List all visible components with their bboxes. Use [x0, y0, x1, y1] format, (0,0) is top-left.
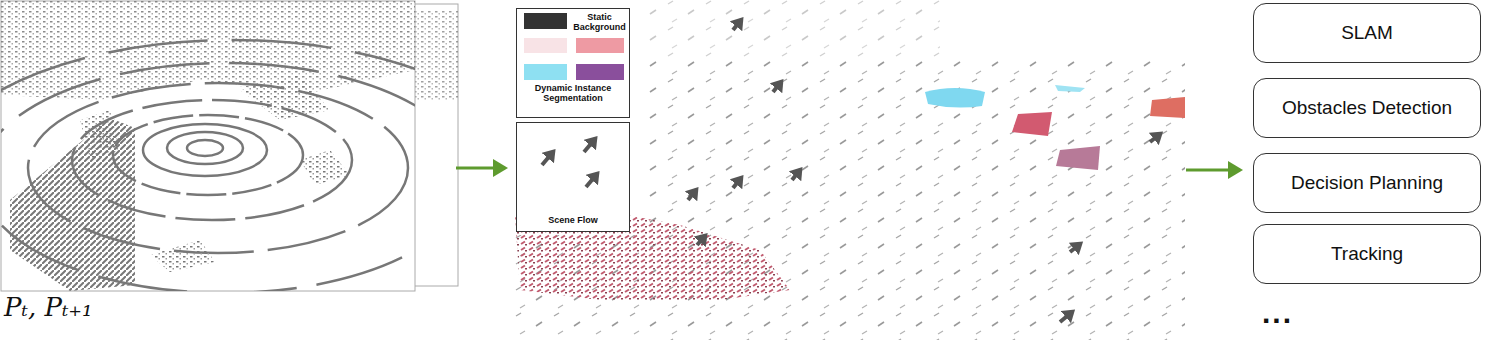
- drawing-part: [586, 174, 597, 187]
- drawing-part: [640, 0, 940, 60]
- drawing-part: [773, 82, 781, 92]
- task-box: Tracking: [1253, 224, 1481, 284]
- legend-swatch: [576, 64, 624, 80]
- drawing-part: [240, 75, 330, 120]
- drawing-part: [143, 124, 267, 176]
- drawing-part: [792, 170, 800, 180]
- drawing-part: [1056, 146, 1100, 170]
- drawing-part: [10, 118, 135, 291]
- scene-flow-view: [515, 0, 1185, 340]
- legend-swatch: [524, 38, 567, 53]
- drawing-part: [300, 150, 350, 185]
- drawing-part: [1, 1, 415, 100]
- drawing-part: [150, 240, 215, 272]
- drawing-part: [1055, 85, 1085, 92]
- box-label: Obstacles Detection: [1282, 97, 1452, 119]
- box-label: Decision Planning: [1291, 172, 1443, 194]
- drawing-part: [1, 63, 415, 291]
- task-box: Obstacles Detection: [1253, 78, 1481, 138]
- green-arrow: [1186, 169, 1240, 172]
- green-arrow: [456, 167, 505, 170]
- ellipsis-label: ...: [1262, 298, 1293, 328]
- drawing-part: [925, 88, 985, 108]
- drawing-part: [187, 140, 223, 156]
- task-box: Decision Planning: [1253, 153, 1481, 213]
- box-label: Tracking: [1331, 243, 1403, 265]
- task-box: SLAM: [1253, 3, 1481, 63]
- drawing-part: [1, 40, 415, 291]
- drawing-part: [515, 210, 790, 300]
- drawing-part: [516, 122, 630, 232]
- drawing-part: [415, 10, 458, 100]
- drawing-part: [688, 190, 696, 200]
- drawing-part: [113, 115, 303, 195]
- drawing-part: [1150, 97, 1185, 118]
- drawing-part: [1, 1, 415, 291]
- drawing-part: [733, 20, 741, 30]
- drawing-part: [688, 20, 1160, 322]
- drawing-part: [542, 139, 597, 187]
- drawing-part: [1070, 244, 1080, 252]
- point-cloud-frames: [0, 0, 542, 340]
- drawing-part: [1012, 112, 1052, 136]
- scene-flow-box: Scene Flow: [516, 122, 630, 232]
- box-label: Scene Flow: [517, 215, 629, 225]
- legend-swatch: [576, 38, 624, 53]
- legend-box: Static BackgroundDynamic Instance Segmen…: [516, 8, 630, 118]
- box-label: SLAM: [1341, 22, 1393, 44]
- drawing-part: [167, 132, 243, 164]
- legend-text: Static Background: [571, 12, 628, 33]
- drawing-part: [697, 236, 705, 245]
- legend-swatch: [524, 64, 567, 80]
- drawing-part: [584, 139, 595, 152]
- drawing-part: [1150, 134, 1160, 142]
- drawing-part: [1060, 312, 1072, 322]
- drawing-part: [1, 40, 415, 291]
- legend-text: Dynamic Instance Segmentation: [519, 83, 627, 104]
- drawing-part: [1, 1, 415, 291]
- drawing-part: [733, 178, 741, 188]
- legend-swatch: [524, 13, 567, 29]
- frame-label: Pₜ, Pₜ₊₁: [4, 292, 93, 322]
- drawing-part: [542, 152, 553, 165]
